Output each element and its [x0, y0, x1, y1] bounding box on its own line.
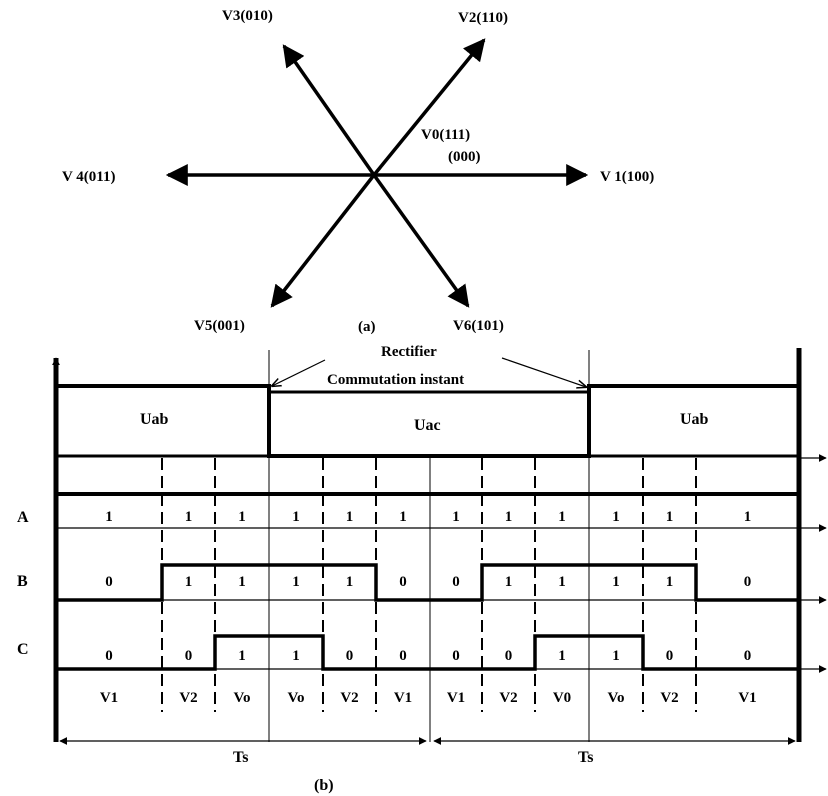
vector-label-v4: V 4(011): [62, 169, 115, 185]
rectifier-waveform: [56, 384, 799, 458]
annotation-arrow-right: [501, 357, 586, 387]
period-label-2: Ts: [578, 749, 593, 766]
bit-a-7: 1: [505, 509, 513, 525]
bit-b-8: 1: [558, 574, 566, 590]
annotation-commutation: Commutation instant: [327, 372, 464, 388]
bit-a-4: 1: [346, 509, 354, 525]
bit-b-5: 0: [399, 574, 407, 590]
bit-c-4: 0: [346, 648, 354, 664]
bit-c-2: 1: [238, 648, 246, 664]
bit-a-6: 1: [452, 509, 460, 525]
slot-dividers: [161, 458, 697, 712]
bit-c-8: 1: [558, 648, 566, 664]
timing-diagram: Rectifier Commutation instant Uab Uac Ua…: [17, 344, 827, 794]
bit-b-11: 0: [744, 574, 752, 590]
caption-a: (a): [358, 319, 376, 335]
bit-b-7: 1: [505, 574, 513, 590]
signal-label-c: C: [17, 641, 29, 658]
bit-labels: 1 1 1 1 1 1 1 1 1 1 1 1 0 1 1 1 1 0 0 1 1 1 1 0 0 0 1 1 0 0 0 0 1 1 0 0: [105, 509, 751, 664]
bit-a-10: 1: [666, 509, 674, 525]
bit-c-7: 0: [505, 648, 513, 664]
bit-c-3: 1: [292, 648, 300, 664]
sequence-vector-2: Vo: [234, 690, 251, 706]
signal-label-a: A: [17, 509, 29, 526]
vector-v6-arrow: [372, 173, 470, 308]
vector-label-v2: V2(110): [458, 10, 508, 26]
bit-a-9: 1: [612, 509, 620, 525]
bit-c-5: 0: [399, 648, 407, 664]
bit-a-2: 1: [238, 509, 246, 525]
sequence-vector-4: V2: [340, 690, 358, 706]
bit-b-2: 1: [238, 574, 246, 590]
bit-c-0: 0: [105, 648, 113, 664]
sequence-vector-7: V2: [499, 690, 517, 706]
bit-c-10: 0: [666, 648, 674, 664]
annotation-arrow-left: [272, 359, 326, 386]
vector-diagram: V3(010) V2(110) V0(111) (000) V 4(011) V…: [62, 8, 654, 335]
bit-a-1: 1: [185, 509, 193, 525]
bit-b-1: 1: [185, 574, 193, 590]
signal-c-waveform: [56, 634, 799, 671]
bit-a-3: 1: [292, 509, 300, 525]
bit-a-8: 1: [558, 509, 566, 525]
vector-sequence: V1 V2 Vo Vo V2 V1 V1 V2 V0 Vo V2 V1: [100, 690, 757, 706]
bit-b-9: 1: [612, 574, 620, 590]
vector-label-v0: V0(111): [421, 127, 470, 143]
bit-b-0: 0: [105, 574, 113, 590]
bit-b-4: 1: [346, 574, 354, 590]
vector-label-v1: V 1(100): [600, 169, 654, 185]
vector-label-v6: V6(101): [453, 318, 504, 334]
bit-b-6: 0: [452, 574, 460, 590]
bit-b-3: 1: [292, 574, 300, 590]
sequence-vector-9: Vo: [608, 690, 625, 706]
vector-v2-arrow: [372, 38, 486, 177]
vector-label-v3: V3(010): [222, 8, 273, 24]
vector-v5-arrow: [270, 173, 376, 308]
sequence-vector-5: V1: [394, 690, 412, 706]
line-voltage-label-2: Uac: [414, 417, 441, 434]
sequence-vector-6: V1: [447, 690, 465, 706]
sequence-vector-0: V1: [100, 690, 118, 706]
signal-b-waveform: [56, 563, 799, 602]
bit-a-0: 1: [105, 509, 113, 525]
bit-c-6: 0: [452, 648, 460, 664]
sequence-vector-10: V2: [660, 690, 678, 706]
period-label-1: Ts: [233, 749, 248, 766]
bit-a-11: 1: [744, 509, 752, 525]
bit-c-9: 1: [612, 648, 620, 664]
bit-a-5: 1: [399, 509, 407, 525]
sequence-vector-8: V0: [553, 690, 571, 706]
annotation-rectifier: Rectifier: [381, 344, 437, 360]
sequence-vector-1: V2: [179, 690, 197, 706]
vector-label-v5: V5(001): [194, 318, 245, 334]
sequence-vector-11: V1: [738, 690, 756, 706]
bit-c-11: 0: [744, 648, 752, 664]
caption-b: (b): [314, 777, 334, 794]
vector-v3-arrow: [282, 44, 376, 177]
bit-b-10: 1: [666, 574, 674, 590]
bit-c-1: 0: [185, 648, 193, 664]
line-voltage-label-1: Uab: [140, 411, 169, 428]
vector-label-v0-zero: (000): [448, 149, 481, 165]
line-voltage-label-3: Uab: [680, 411, 709, 428]
sequence-vector-3: Vo: [288, 690, 305, 706]
signal-label-b: B: [17, 573, 28, 590]
